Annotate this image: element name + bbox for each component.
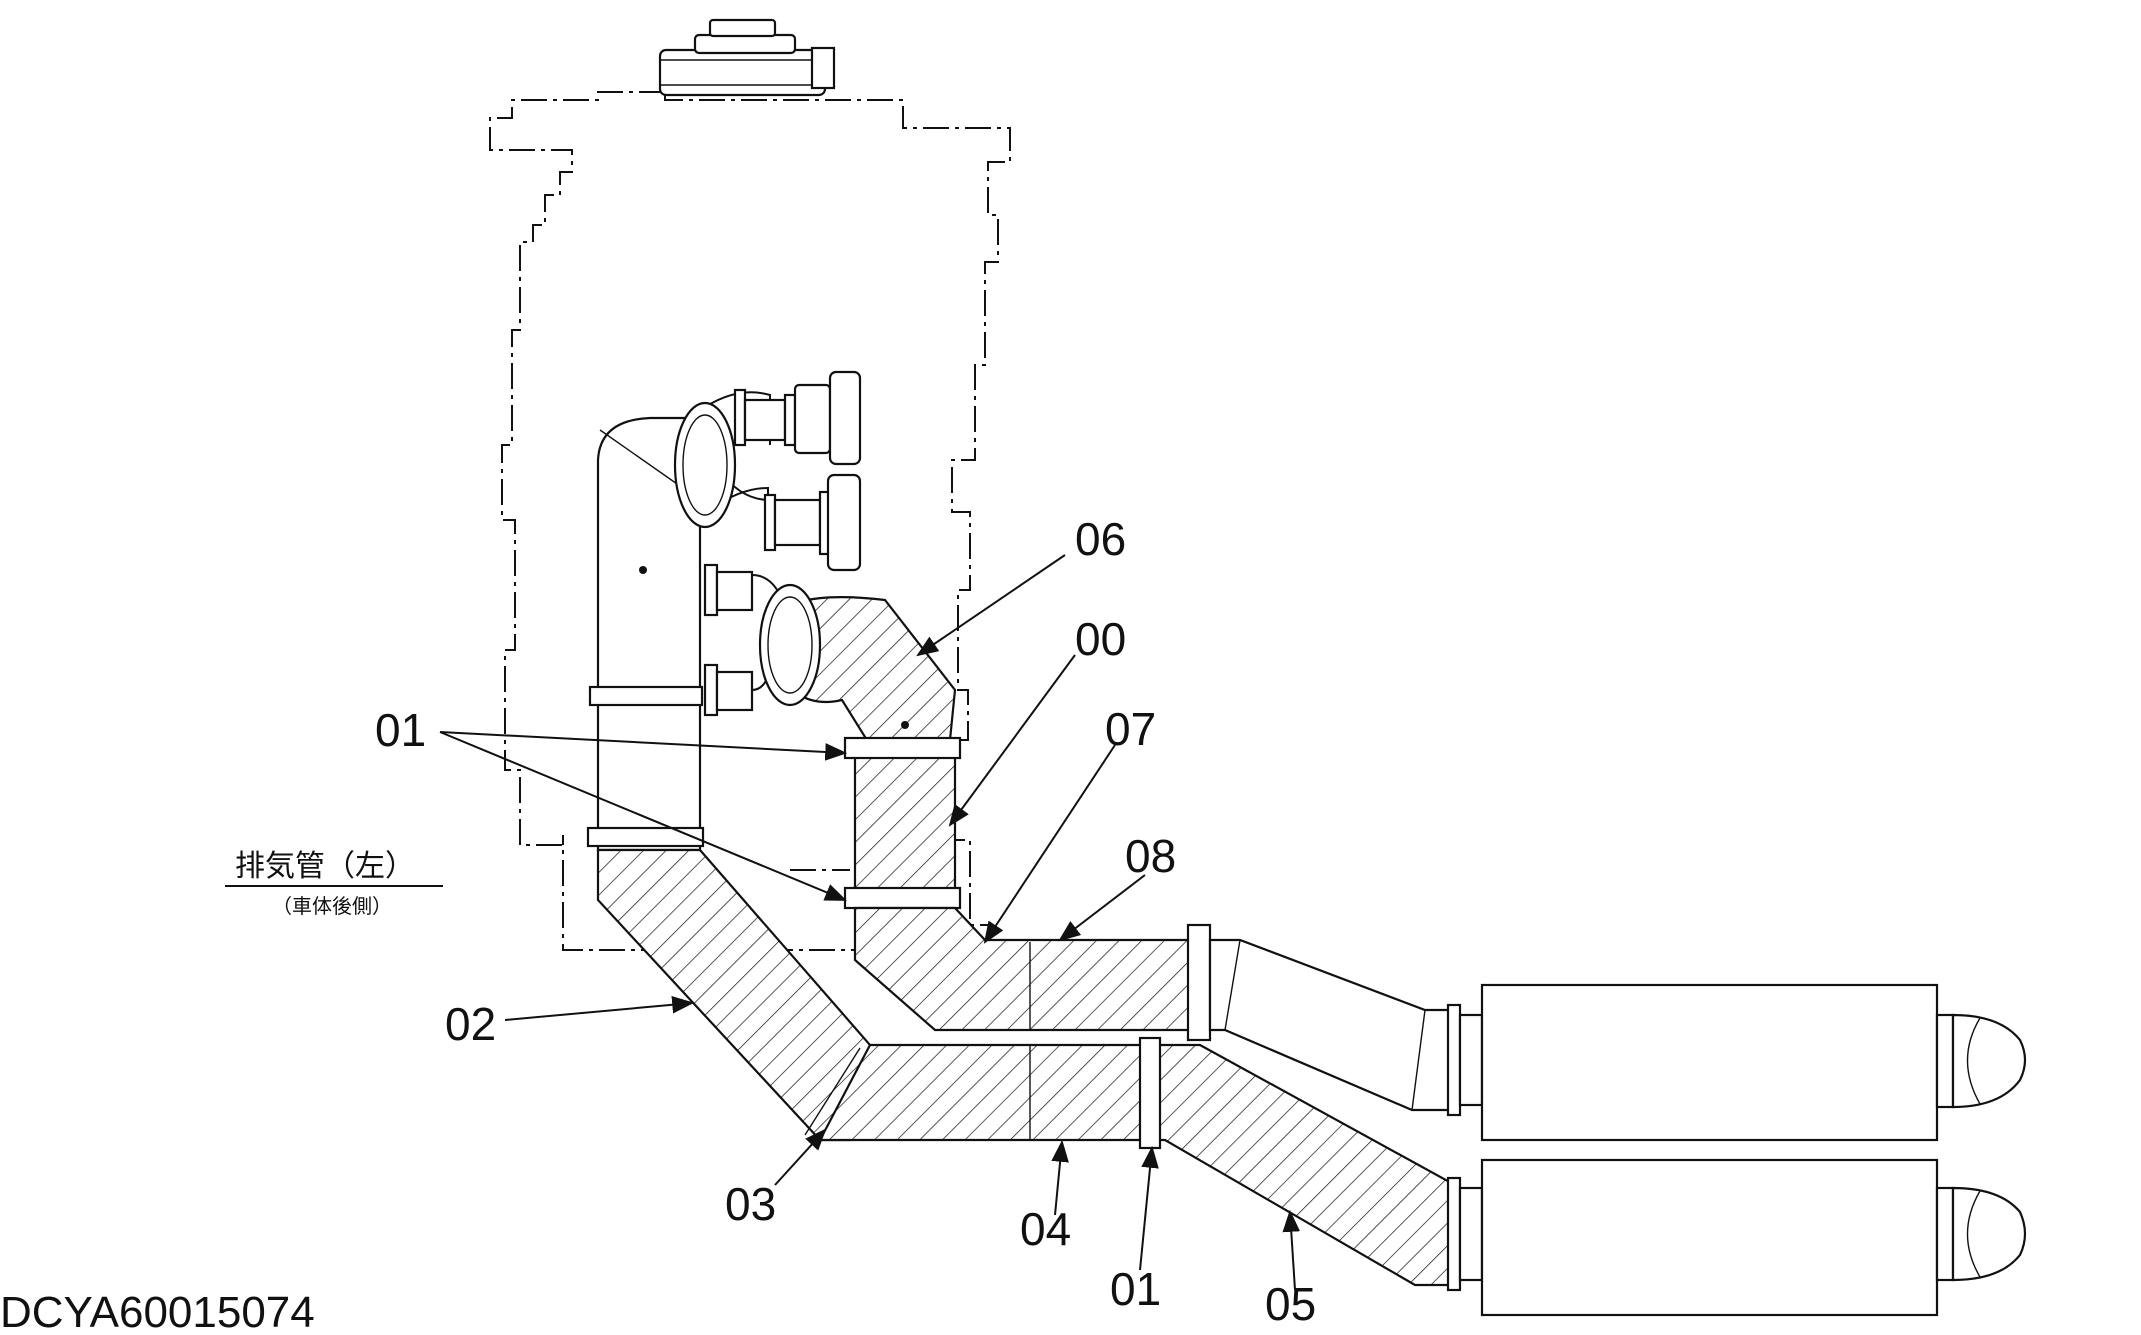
callout-07: 07 [1105,703,1156,755]
engine-top-cap [658,18,836,97]
title-main: 排気管（左） [235,849,415,884]
callout-04: 04 [1020,1203,1071,1255]
callout-01-bottom: 01 [1110,1263,1161,1315]
callout-00: 00 [1075,613,1126,665]
upper-flange [673,401,737,529]
clamp-01-top-b [843,886,962,910]
pipe-03-04 [818,1043,1150,1142]
lower-muffler [1446,1158,2027,1317]
callout-06: 06 [1075,513,1126,565]
pipe-07-08 [853,906,1192,1032]
upper-muffler [1446,983,2027,1142]
pipe-06 [758,583,957,747]
drawing-code: DCYA60015074 [0,1288,315,1335]
clamp-01-top-a [843,736,962,760]
callout-02: 02 [445,998,496,1050]
callout-03: 03 [725,1178,776,1230]
pipe-00 [853,743,957,902]
callout-08: 08 [1125,830,1176,882]
leader-lines [439,554,1301,1291]
title-block: 排気管（左） （車体後側） [225,849,443,918]
title-sub: （車体後側） [272,894,392,918]
callout-labels: 06 00 07 08 01 02 03 04 01 05 [375,513,1316,1330]
upper-outlet-flange [1186,923,1212,1042]
engine-outline [489,91,1011,951]
callout-05: 05 [1265,1278,1316,1330]
callout-01-top: 01 [375,704,426,756]
clamp-01-bottom [1138,1036,1162,1150]
